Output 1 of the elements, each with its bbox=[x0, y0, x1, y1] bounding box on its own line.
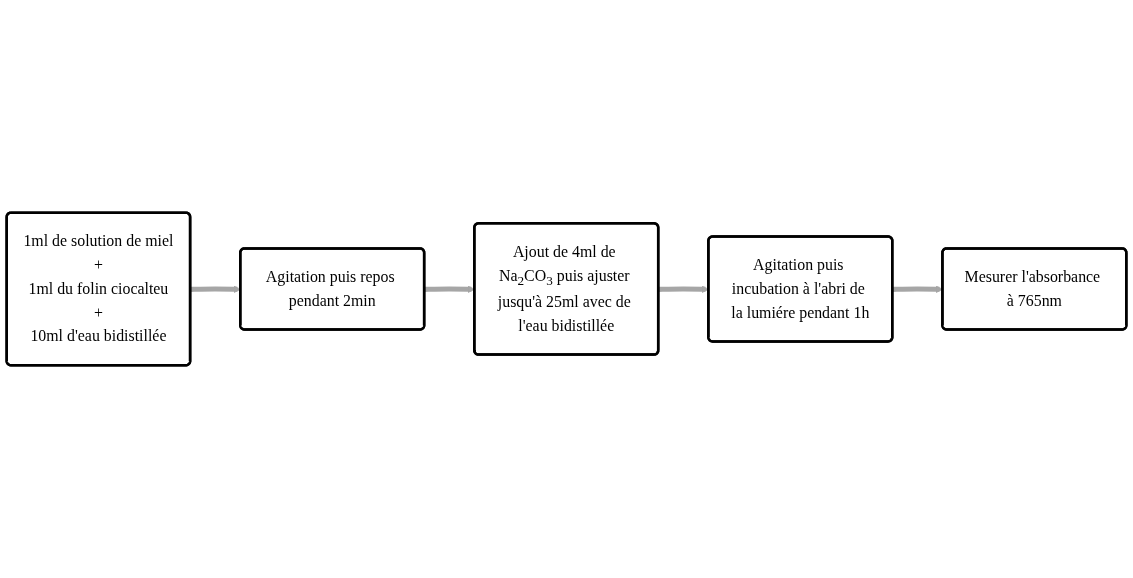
arrow bbox=[190, 285, 241, 293]
